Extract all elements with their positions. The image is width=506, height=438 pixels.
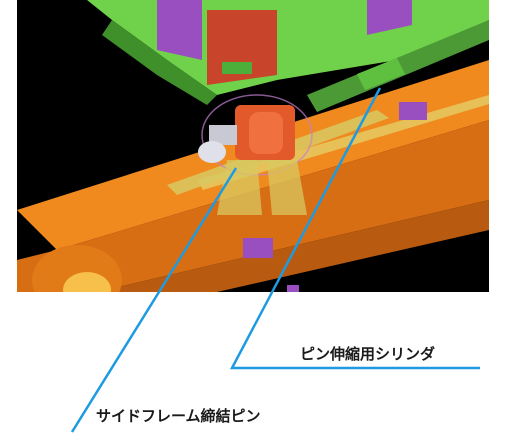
- cylinder-body: [357, 58, 405, 90]
- arm-purple-panel-left: [157, 0, 202, 60]
- arm-tab: [222, 62, 252, 74]
- purple-block-upper: [399, 102, 427, 120]
- purple-block-small: [287, 285, 299, 292]
- pin-housing-face: [249, 112, 283, 154]
- purple-block-middle: [243, 238, 273, 258]
- pin-end: [198, 141, 226, 163]
- label-side-frame-pin: サイドフレーム締結ピン: [96, 407, 261, 425]
- label-pin-cylinder: ピン伸縮用シリンダ: [300, 345, 436, 363]
- upper-arm-shadow: [102, 20, 217, 105]
- arm-purple-panel-right: [367, 0, 412, 35]
- cad-illustration: [17, 0, 489, 292]
